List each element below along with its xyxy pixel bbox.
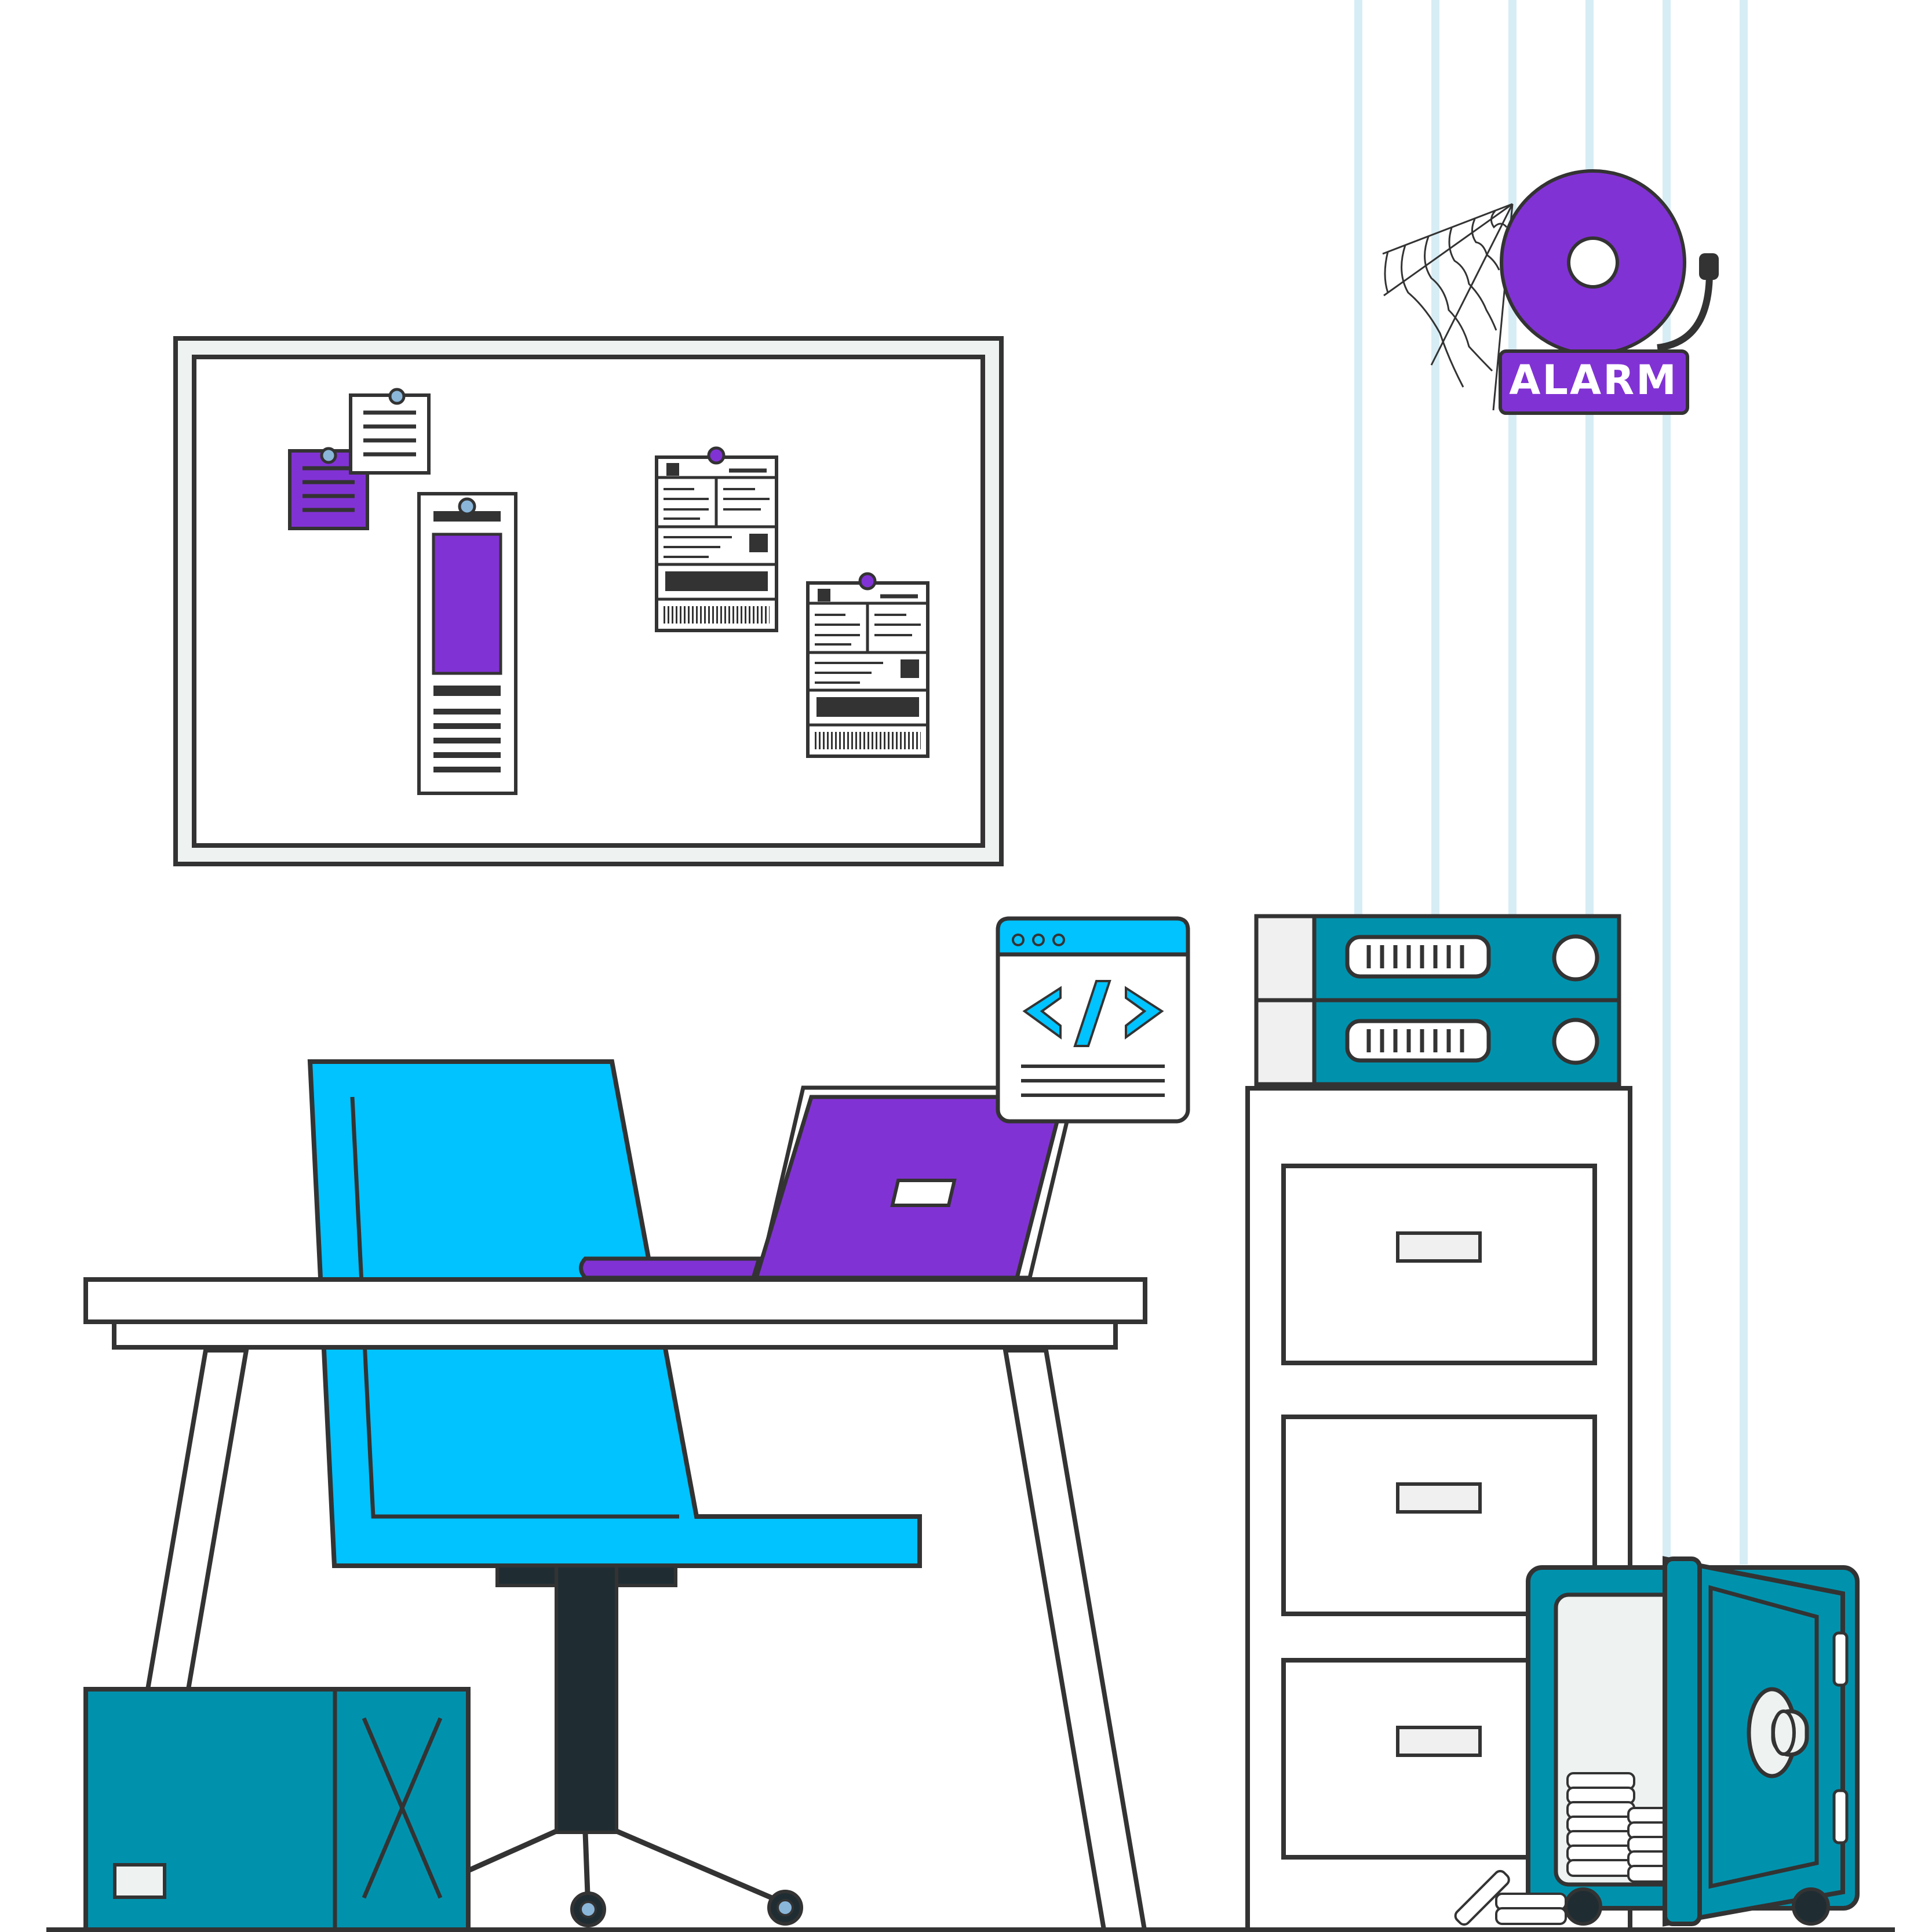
white-note xyxy=(349,388,431,475)
alarm-label: ALARM xyxy=(1499,349,1689,415)
binder-icon xyxy=(1254,998,1621,1087)
tall-poster xyxy=(417,492,517,795)
code-window-icon xyxy=(996,916,1190,1124)
chair-wheel xyxy=(570,1891,606,1927)
binder-stack xyxy=(1254,914,1621,1087)
cabinet-drawer xyxy=(1281,1415,1597,1616)
binder-icon xyxy=(1254,914,1621,1003)
form-document xyxy=(806,572,929,758)
alarm-bell-icon xyxy=(1500,169,1719,356)
spider-web-icon xyxy=(1382,203,1514,411)
form-document xyxy=(655,446,778,632)
safe-dial-icon xyxy=(1747,1687,1809,1778)
safe xyxy=(1526,1556,1860,1927)
storage-box xyxy=(83,1687,471,1932)
chair-wheel xyxy=(767,1890,803,1926)
desk xyxy=(83,1277,1147,1350)
purple-note xyxy=(288,447,369,530)
alarm-label-text: ALARM xyxy=(1509,356,1678,404)
spilled-coins xyxy=(1454,1869,1567,1926)
cabinet-drawer xyxy=(1281,1164,1597,1365)
